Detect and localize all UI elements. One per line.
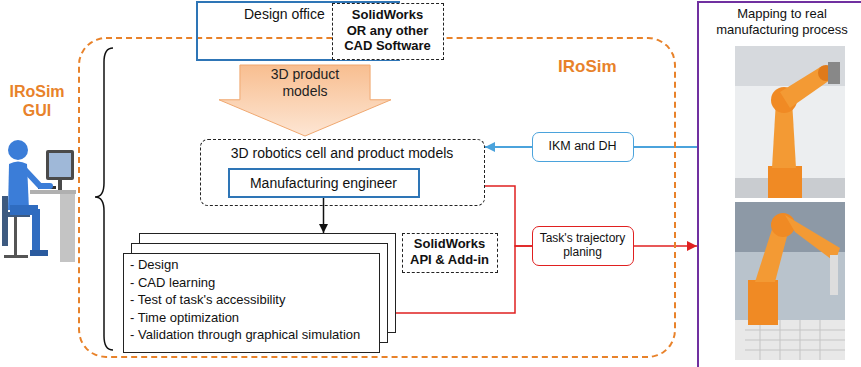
- robot-tool: [830, 255, 838, 295]
- chair-back: [2, 196, 8, 246]
- list-item: - Time optimization: [130, 310, 239, 326]
- monitor-screen: [49, 153, 71, 177]
- monitor-stand: [58, 180, 62, 190]
- connector: [485, 146, 532, 148]
- robot-gripper: [828, 62, 840, 84]
- desk-drawer: [60, 194, 75, 262]
- robot-photo: [735, 46, 845, 198]
- box-title: 3D robotics cell and product models: [231, 145, 454, 162]
- person-foot: [30, 250, 48, 256]
- page-sheet: [124, 254, 380, 353]
- cell-group-box: 3D robotics cell and product modelsManuf…: [200, 139, 485, 206]
- panel-title: Mapping to real manufacturing process: [707, 6, 857, 37]
- chair-base: [4, 255, 28, 258]
- photo-wall: [735, 46, 845, 86]
- box-text: Manufacturing engineer: [250, 175, 397, 192]
- software-box: SolidWorks API & Add-in: [402, 233, 498, 273]
- list-item: - CAD learning: [130, 275, 215, 291]
- photo-ground: [735, 202, 845, 360]
- connector: [634, 146, 697, 148]
- table-grid: [745, 320, 845, 360]
- box-text: SolidWorks API & Add-in: [407, 236, 492, 267]
- photo-ground: [735, 46, 845, 198]
- method-box: Task's trajectory planing: [532, 226, 634, 266]
- output-panel: Mapping to real manufacturing process: [697, 1, 861, 367]
- block-arrow-outline: [219, 65, 391, 136]
- method-box: IKM and DH: [532, 132, 634, 162]
- person-arm: [25, 170, 50, 186]
- box-text: Task's trajectory planing: [538, 231, 628, 260]
- monitor: [46, 150, 74, 180]
- robot-photo: [735, 202, 845, 360]
- design-office-box: Design officeSolidWorks OR any other CAD…: [196, 1, 400, 61]
- robot-base: [768, 166, 802, 198]
- arrow-text: 3D product models: [255, 66, 355, 100]
- photo-table: [735, 320, 845, 360]
- role-box: Manufacturing engineer: [228, 168, 420, 198]
- list-item: - Design: [130, 257, 178, 273]
- software-box: SolidWorks OR any other CAD Software: [332, 3, 444, 60]
- box-text: SolidWorks OR any other CAD Software: [343, 7, 433, 54]
- person-shin: [32, 209, 40, 253]
- connector: [323, 198, 325, 234]
- list-item: - Validation through graphical simulatio…: [130, 327, 360, 343]
- block-arrow: 3D product models: [218, 64, 392, 137]
- robot-base: [748, 280, 778, 325]
- desk-top: [30, 190, 76, 194]
- list-item: - Test of task's accessibility: [130, 292, 285, 308]
- curly-brace: [95, 48, 113, 350]
- chair-post: [14, 217, 17, 256]
- person-head: [8, 140, 28, 160]
- system-label: IRoSim GUI: [6, 82, 68, 120]
- box-title: Design office: [244, 6, 325, 23]
- box-text: IKM and DH: [548, 139, 616, 154]
- task-list-stack: - Design - CAD learning- Test of task's a…: [123, 233, 396, 353]
- connector: [634, 245, 697, 247]
- system-region: IRoSim 3D product models 3D robotics cell …: [78, 37, 676, 358]
- user-at-computer: [2, 140, 76, 262]
- region-title: IRoSim: [558, 57, 617, 77]
- robot-link: [785, 215, 840, 262]
